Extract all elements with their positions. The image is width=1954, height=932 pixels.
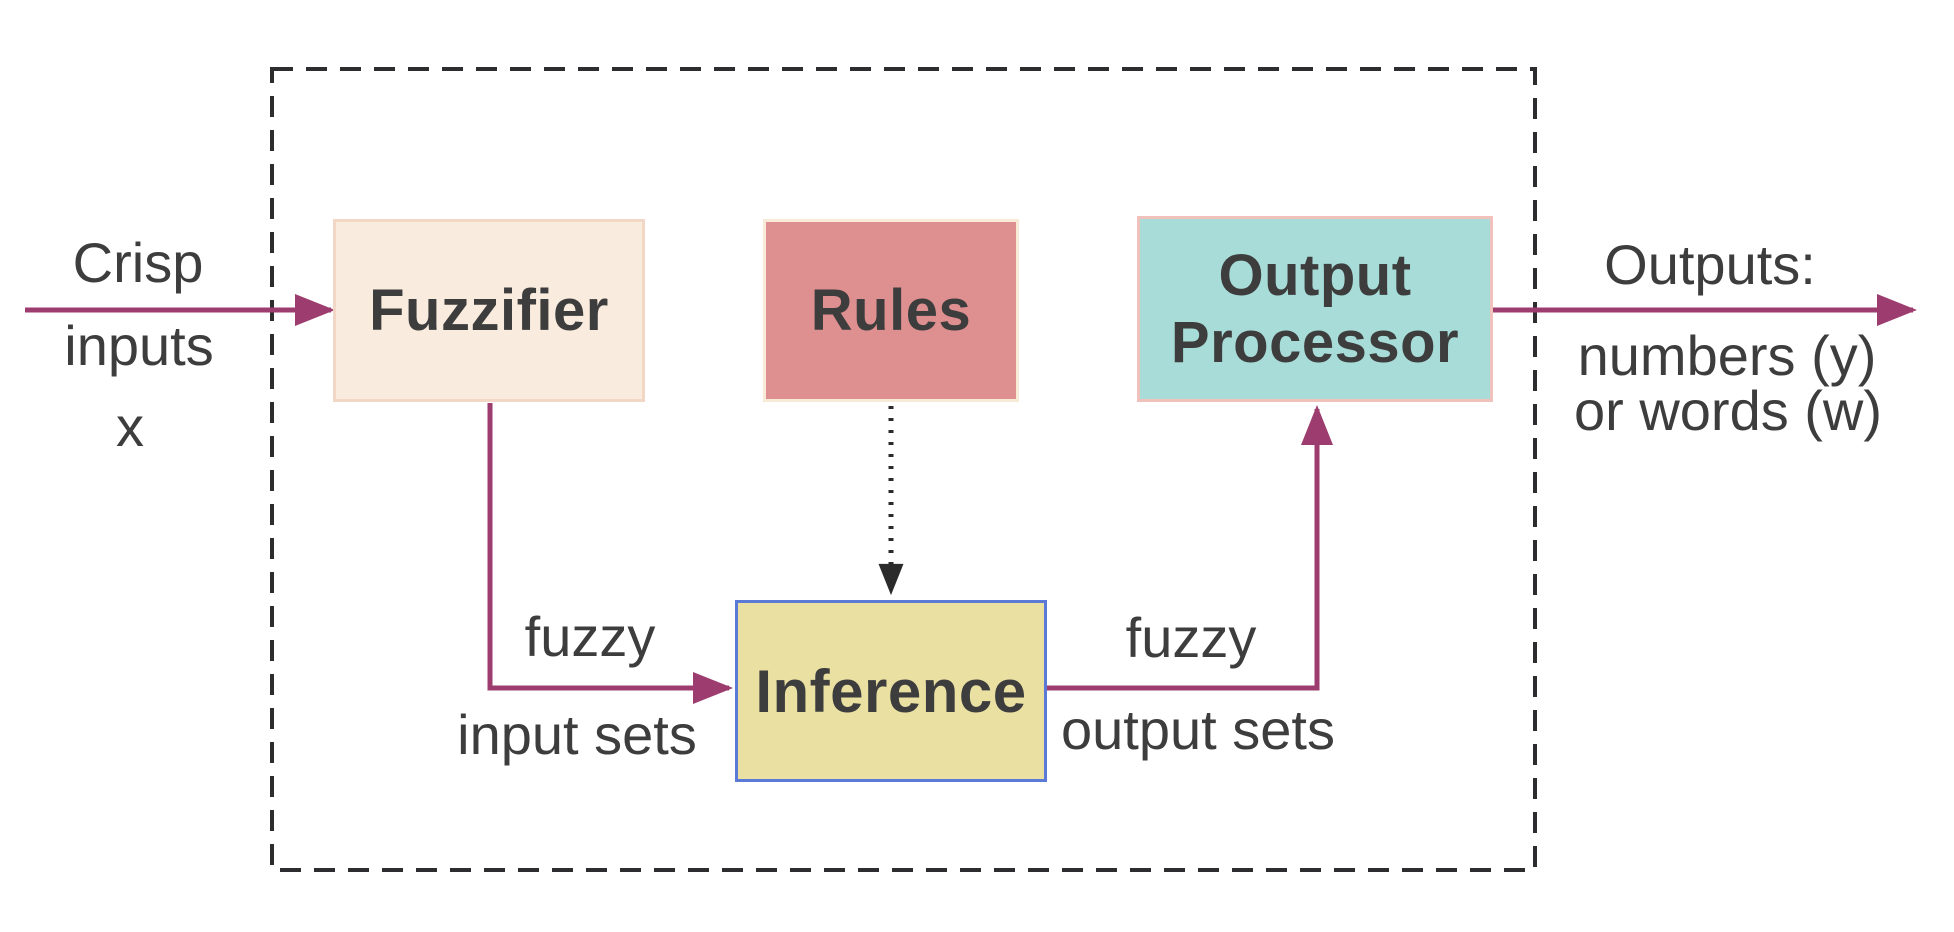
outputs-label-line1: Outputs: (1604, 233, 1816, 296)
outputs-label-line2: numbers (y) (1577, 324, 1877, 387)
inference-label: Inference (755, 657, 1027, 725)
fuzzifier-to-inference-arrow (487, 403, 733, 704)
fuzzy-input-sets-label-line1: fuzzy (524, 605, 656, 668)
inference-to-output-processor-arrow (1047, 405, 1333, 691)
inference-box: Inference (735, 600, 1047, 782)
fuzzifier-box: Fuzzifier (333, 219, 645, 402)
outputs-label-line3: or words (w) (1573, 379, 1883, 442)
rules-box: Rules (763, 219, 1019, 402)
output-processor-box: Output Processor (1137, 216, 1493, 402)
system-boundary-dashed-box (270, 67, 1537, 872)
fuzzy-output-sets-label-line2: output sets (1061, 698, 1335, 761)
crisp-inputs-label-line1: Crisp (72, 231, 204, 294)
fuzzy-output-sets-label-line1: fuzzy (1125, 606, 1257, 669)
crisp-inputs-label-line2: inputs (64, 314, 214, 377)
fuzzy-input-sets-label-line2: input sets (457, 703, 697, 766)
output-processor-label: Output Processor (1170, 242, 1460, 375)
fuzzifier-label: Fuzzifier (369, 278, 609, 343)
crisp-inputs-label-line3: x (116, 395, 144, 458)
rules-label: Rules (810, 278, 972, 343)
